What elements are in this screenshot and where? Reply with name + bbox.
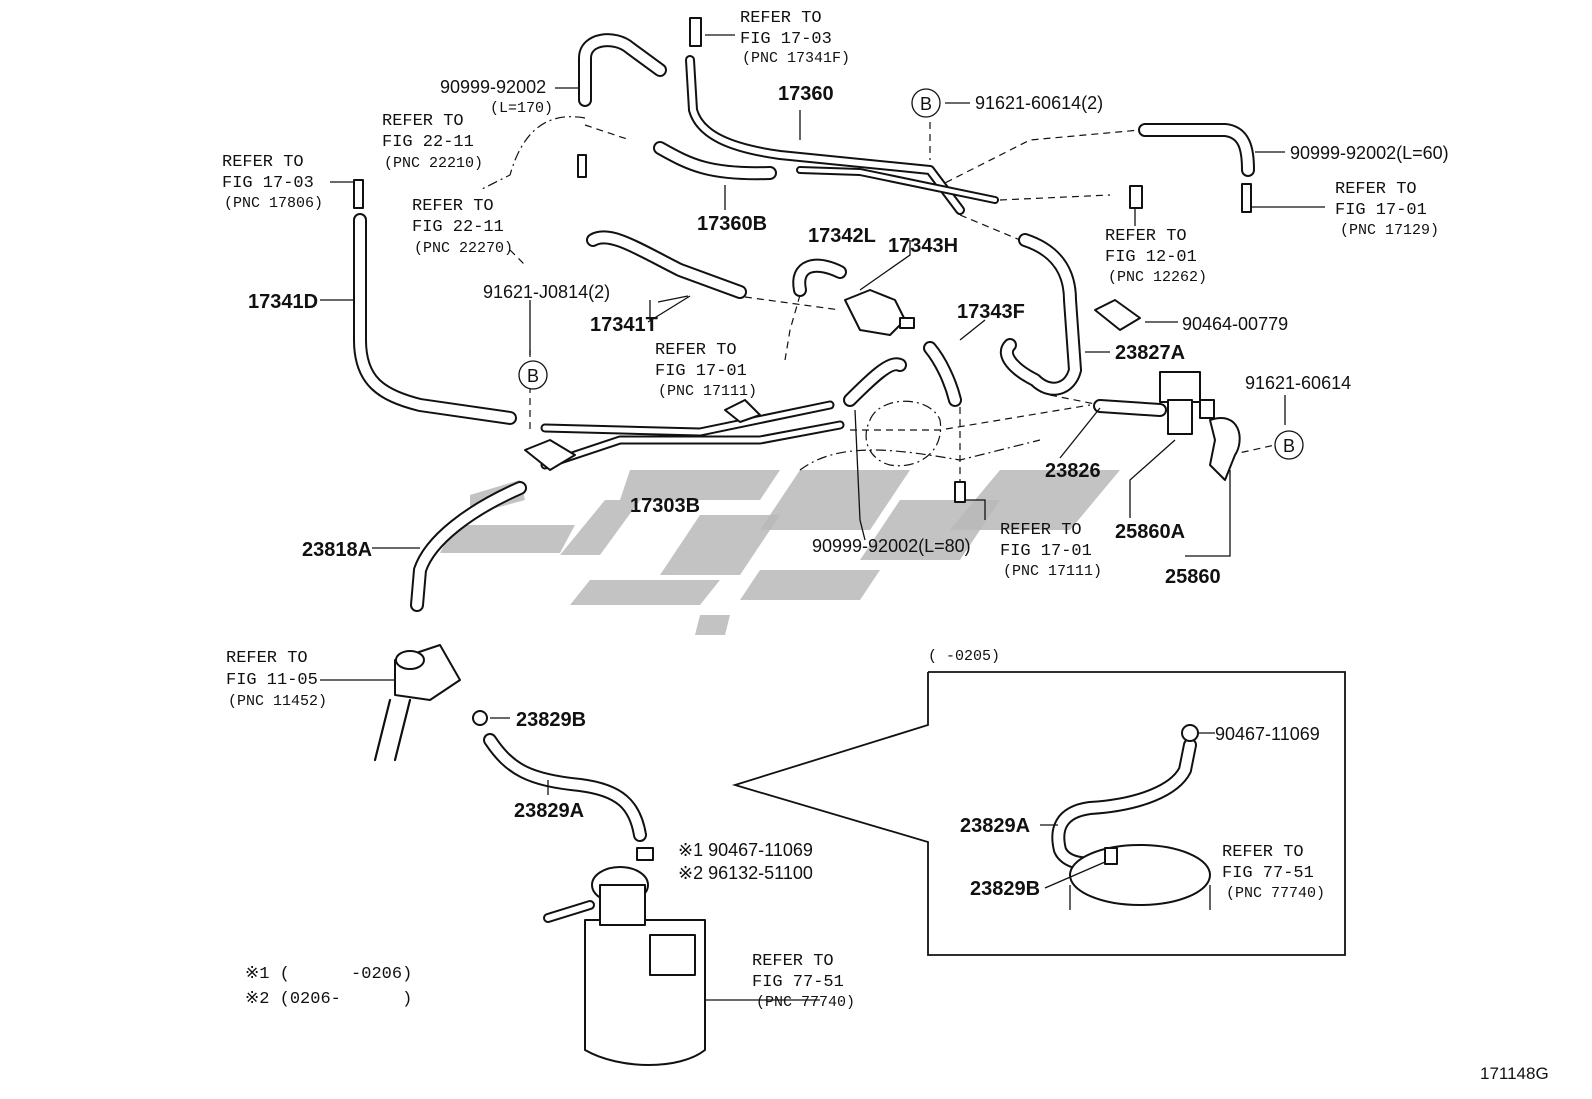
- note-1-part: ※1 90467-11069: [678, 840, 813, 860]
- label-17343F: 17343F: [957, 301, 1025, 323]
- components: [373, 289, 1241, 1066]
- refer-1701-right-line2: FIG 17-01: [1335, 201, 1427, 220]
- refer-1701-mid-line1: REFER TO: [655, 341, 737, 360]
- refer-1105-line1: REFER TO: [226, 649, 308, 668]
- callout-b: [911, 88, 941, 118]
- label-17360: 17360: [778, 83, 834, 105]
- legend-note-2: ※2 (0206- ): [245, 990, 412, 1009]
- refer-7751-bottom-line1: REFER TO: [752, 952, 834, 971]
- refer-1105-line3: (PNC 11452): [228, 693, 327, 710]
- refer-1703-left-line1: REFER TO: [222, 153, 304, 172]
- label-25860A: 25860A: [1115, 521, 1185, 543]
- inset-refer-line3: (PNC 77740): [1226, 885, 1325, 902]
- inset-refer-line1: REFER TO: [1222, 843, 1304, 862]
- legend-note-1: ※1 ( -0206): [245, 965, 412, 984]
- hose-clip-icon: [472, 710, 488, 726]
- label-25860: 25860: [1165, 566, 1221, 588]
- refer-1701-low-line2: FIG 17-01: [1000, 542, 1092, 561]
- refer-1201-line2: FIG 12-01: [1105, 248, 1197, 267]
- label-90999-92002-l60: 90999-92002(L=60): [1290, 143, 1449, 163]
- hose-clip-icon: [636, 847, 654, 861]
- label-23829A: 23829A: [514, 800, 584, 822]
- refer-1703-top-line1: REFER TO: [740, 9, 822, 28]
- hose-clip-icon: [1181, 724, 1199, 742]
- label-17343H: 17343H: [888, 235, 958, 257]
- label-l170: (L=170): [490, 100, 553, 117]
- bracket-icon: [1209, 417, 1241, 481]
- refer-1701-low-line3: (PNC 17111): [1003, 563, 1102, 580]
- inset-label-23829A: 23829A: [960, 815, 1030, 837]
- refer-1701-mid-line3: (PNC 17111): [658, 383, 757, 400]
- refer-1703-top-line3: (PNC 17341F): [742, 50, 850, 67]
- label-23829B: 23829B: [516, 709, 586, 731]
- vsv-valve-icon: [1159, 371, 1215, 435]
- throttle-body-icon: [799, 400, 1041, 471]
- callout-b-group: B B B: [518, 88, 1304, 460]
- hoses: [353, 17, 1255, 842]
- label-91621-60614-2: 91621-60614(2): [975, 93, 1103, 113]
- clamp-icon: [1094, 299, 1141, 331]
- refer-1701-mid-line2: FIG 17-01: [655, 362, 747, 381]
- callout-b-label: B: [1283, 436, 1295, 456]
- charcoal-canister-icon: [543, 866, 706, 1066]
- vsv-valve-icon: [844, 289, 915, 336]
- inset-label-90467: 90467-11069: [1215, 724, 1320, 744]
- hose-clip-icon: [1104, 847, 1118, 865]
- refer-7751-bottom-line2: FIG 77-51: [752, 973, 844, 992]
- refer-1201-line1: REFER TO: [1105, 227, 1187, 246]
- refer-1703-left-line2: FIG 17-03: [222, 174, 314, 193]
- refer-2211-b-line1: REFER TO: [412, 197, 494, 216]
- leader-lines: [320, 34, 1325, 1001]
- refer-2211-a-line2: FIG 22-11: [382, 133, 474, 152]
- label-17360B: 17360B: [697, 213, 767, 235]
- refer-1201-line3: (PNC 12262): [1108, 269, 1207, 286]
- label-23818A: 23818A: [302, 539, 372, 561]
- inset-refer-line2: FIG 77-51: [1222, 864, 1314, 883]
- label-91621-J0814: 91621-J0814(2): [483, 282, 610, 302]
- label-23826: 23826: [1045, 460, 1101, 482]
- refer-1703-top-line2: FIG 17-03: [740, 30, 832, 49]
- figure-code: 171148G: [1480, 1064, 1549, 1083]
- refer-1701-low-line1: REFER TO: [1000, 521, 1082, 540]
- inset-range-label: ( -0205): [928, 648, 1000, 665]
- refer-1701-right-line1: REFER TO: [1335, 180, 1417, 199]
- inset-label-23829B: 23829B: [970, 878, 1040, 900]
- refer-1703-left-line3: (PNC 17806): [224, 195, 323, 212]
- connector-lines: [479, 110, 1276, 485]
- label-17341D: 17341D: [248, 291, 318, 313]
- note-2-part: ※2 96132-51100: [678, 863, 813, 883]
- refer-2211-a-line1: REFER TO: [382, 112, 464, 131]
- refer-1701-right-line3: (PNC 17129): [1340, 222, 1439, 239]
- refer-2211-b-line2: FIG 22-11: [412, 218, 504, 237]
- watermark-logo: [440, 470, 1120, 635]
- inset-detail: ( -0205) 90467-11069 23829A 23829B REFER…: [731, 648, 1346, 956]
- refer-2211-b-line3: (PNC 22270): [414, 240, 513, 257]
- label-90999-92002-top: 90999-92002: [440, 77, 546, 97]
- label-90999-92002-l80: 90999-92002(L=80): [812, 536, 971, 556]
- label-90464-00779: 90464-00779: [1182, 314, 1288, 334]
- callout-b-label: B: [527, 366, 539, 386]
- refer-2211-a-line3: (PNC 22210): [384, 155, 483, 172]
- refer-1105-line2: FIG 11-05: [226, 671, 318, 690]
- fitting-icon: [373, 644, 461, 762]
- callout-b: [518, 360, 548, 390]
- callout-b-label: B: [920, 94, 932, 114]
- refer-7751-bottom-line3: (PNC 77740): [756, 994, 855, 1011]
- label-23827A: 23827A: [1115, 342, 1185, 364]
- label-91621-60614: 91621-60614: [1245, 373, 1351, 393]
- callout-b: [1274, 430, 1304, 460]
- label-17341T: 17341T: [590, 314, 658, 336]
- label-17303B: 17303B: [630, 495, 700, 517]
- label-17342L: 17342L: [808, 225, 876, 247]
- part-labels: REFER TO FIG 17-03 (PNC 17341F) 90999-92…: [222, 9, 1549, 1083]
